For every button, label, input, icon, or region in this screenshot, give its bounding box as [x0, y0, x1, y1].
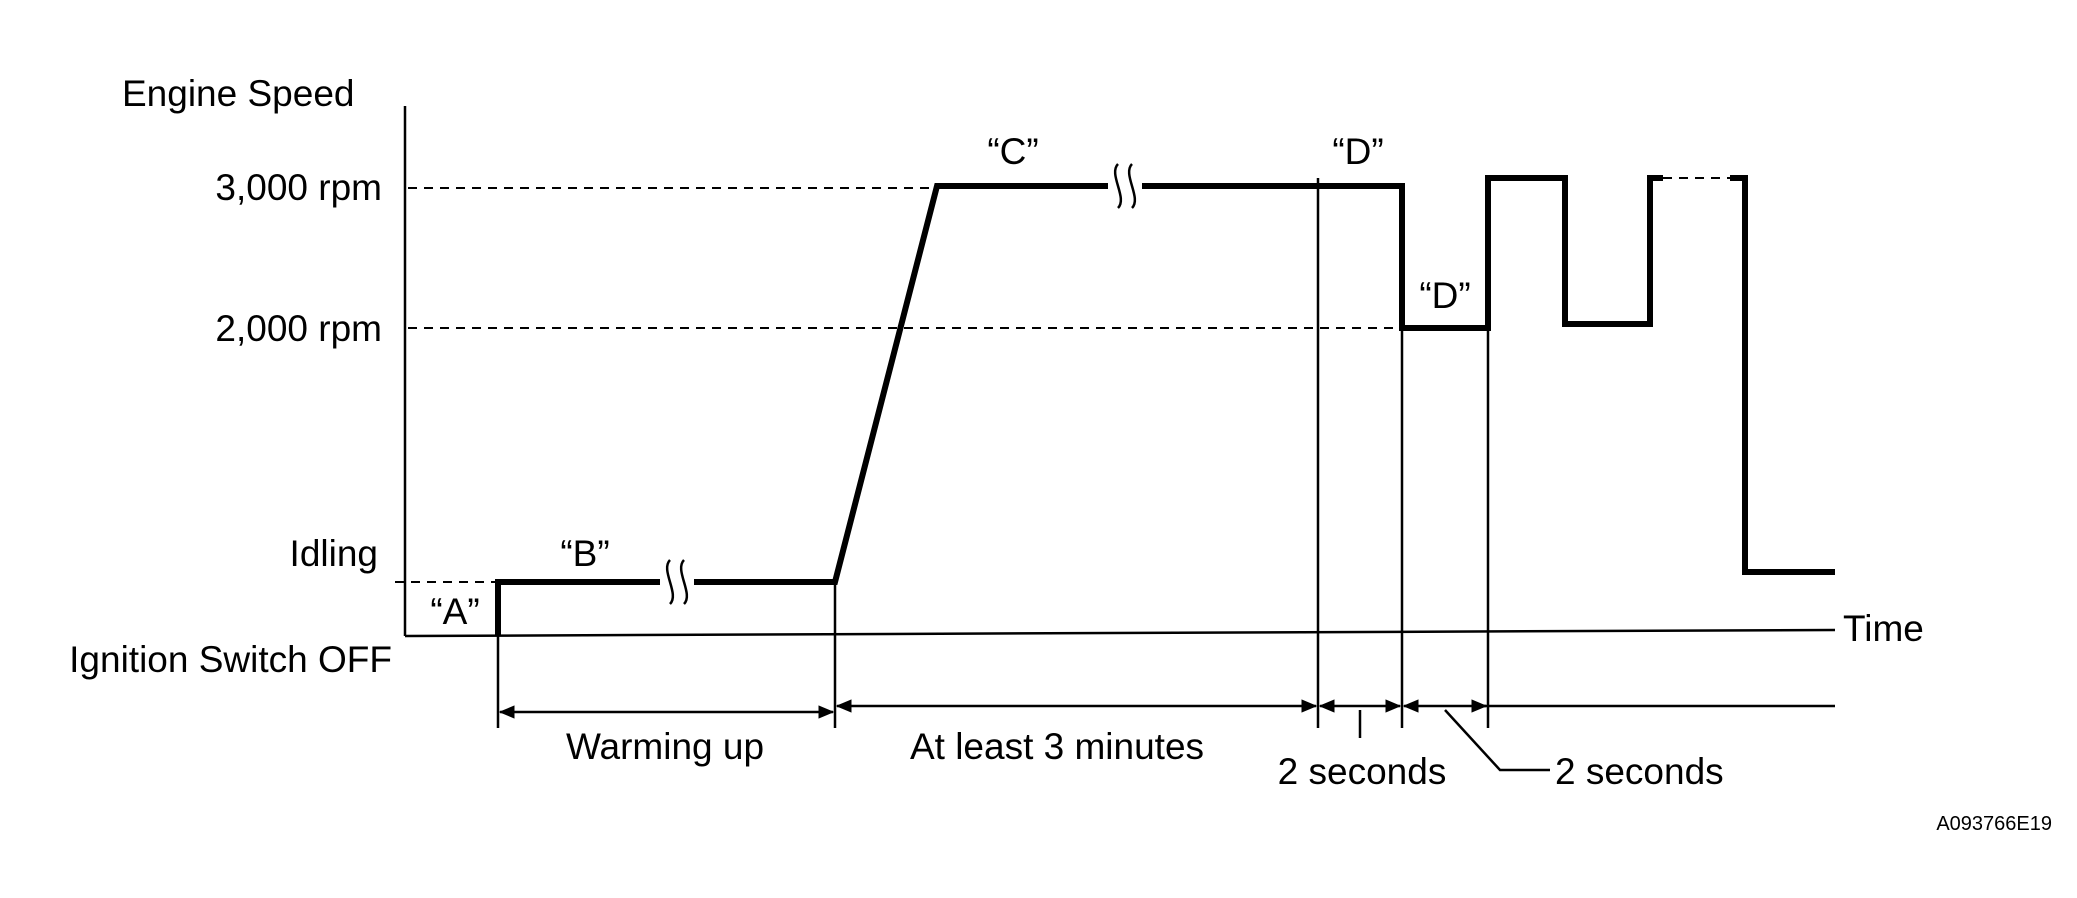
duration-two-seconds-low: 2 seconds — [1555, 751, 1724, 792]
label-3000-rpm: 3,000 rpm — [215, 167, 382, 208]
time-axis-label: Time — [1843, 608, 1924, 649]
phase-label-c: “C” — [987, 131, 1038, 172]
label-ignition-off: Ignition Switch OFF — [69, 639, 392, 680]
label-idling: Idling — [290, 533, 378, 574]
phase-label-d-low: “D” — [1419, 275, 1470, 316]
figure-code: A093766E19 — [1936, 813, 2052, 835]
y-axis-title: Engine Speed — [122, 73, 354, 114]
phase-label-d-high: “D” — [1332, 131, 1383, 172]
time-axis-line — [404, 628, 1836, 638]
duration-warming-up: Warming up — [566, 726, 764, 767]
phase-label-a: “A” — [430, 591, 479, 632]
two-seconds-low-leader — [1444, 709, 1550, 772]
duration-two-seconds-high: 2 seconds — [1278, 751, 1447, 792]
label-2000-rpm: 2,000 rpm — [215, 308, 382, 349]
engine-speed-trace — [495, 175, 1835, 636]
duration-at-least-3-minutes: At least 3 minutes — [910, 726, 1204, 767]
phase-label-b: “B” — [560, 533, 609, 574]
break-symbol-b — [660, 559, 694, 605]
break-symbol-c — [1108, 163, 1142, 209]
